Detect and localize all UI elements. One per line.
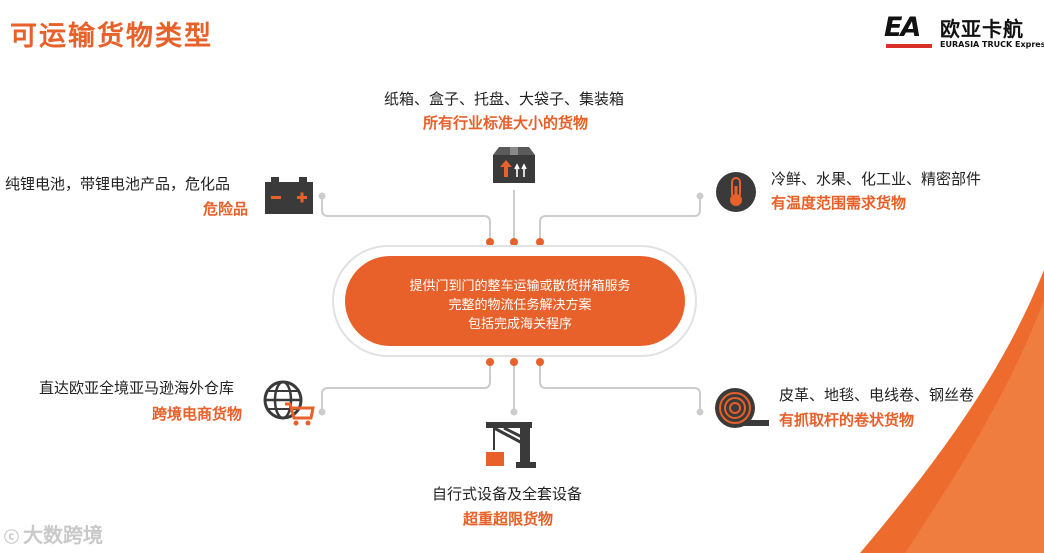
watermark-logo-icon: ⓒ [4,528,20,546]
thermometer-icon [716,172,756,212]
brand-logo: EA 欧亚卡航 EURASIA TRUCK Express [884,12,1044,52]
crane-icon [486,422,536,468]
category-standard-items: 纸箱、盒子、托盘、大袋子、集装箱 [384,90,625,108]
battery-icon [265,177,313,214]
category-roll-items: 皮革、地毯、电线卷、钢丝卷 [779,386,975,404]
center-line-2: 完整的物流任务解决方案 [448,298,592,313]
center-line-3: 包括完成海关程序 [467,317,572,332]
category-temperature-items: 冷鲜、水果、化工业、精密部件 [771,170,982,188]
category-ecommerce-name: 跨境电商货物 [152,405,243,423]
category-oversized-name: 超重超限货物 [463,510,554,528]
box-icon [493,147,535,183]
category-roll-name: 有抓取杆的卷状货物 [779,411,915,429]
category-oversized-items: 自行式设备及全套设备 [432,485,583,503]
category-temperature-name: 有温度范围需求货物 [771,194,907,212]
category-dangerous-items: 纯锂电池，带锂电池产品，危化品 [5,175,231,193]
logo-mark: EA [884,12,921,43]
logo-brand-cn: 欧亚卡航 [940,17,1024,41]
logo-brand-en: EURASIA TRUCK Express [940,40,1044,49]
page-title: 可运输货物类型 [10,21,213,52]
category-ecommerce-items: 直达欧亚全境亚马逊海外仓库 [39,379,235,397]
logo-bar [886,44,932,48]
center-line-1: 提供门到门的整车运输或散货拼箱服务 [409,279,631,294]
category-standard-name: 所有行业标准大小的货物 [423,114,589,132]
watermark-text: 大数跨境 [23,523,104,547]
globe-cart-icon [263,380,315,426]
roll-icon [715,388,769,428]
category-dangerous-name: 危险品 [203,200,249,218]
